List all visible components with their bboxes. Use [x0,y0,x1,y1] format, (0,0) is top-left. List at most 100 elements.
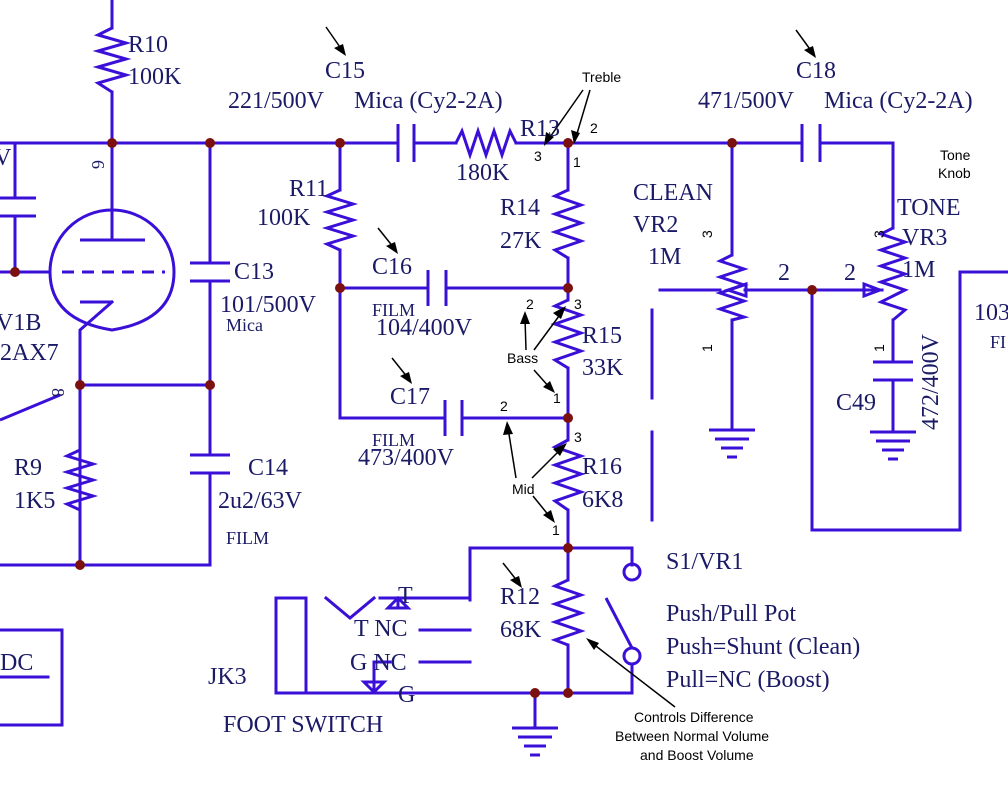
r12-value: 68K [500,617,542,643]
r15-value: 33K [582,355,624,381]
left-cap-symbol [0,196,36,218]
foot-switch-label: FOOT SWITCH [223,712,383,738]
push-pull-line-2: Push=Shunt (Clean) [666,634,860,660]
vr3-pin-3: 3 [871,230,887,238]
c15-type: Mica (Cy2-2A) [354,88,503,114]
c18-symbol [800,124,822,162]
v1b-name: V1B [0,310,41,336]
c13-symbol [190,261,230,283]
grounds [512,428,916,757]
vr2-pin-3: 3 [699,230,715,238]
r10-name: R10 [128,32,168,58]
r10-symbol [92,26,132,94]
treble-pin-3: 3 [534,148,542,164]
c49-symbol [873,360,913,382]
tone-label: TONE [897,195,961,221]
bass-pin-1: 1 [553,390,561,406]
vr2-pin-2: 2 [778,260,790,286]
push-pull-line-3: Pull=NC (Boost) [666,667,830,693]
v1b-tube-symbol [0,208,176,422]
c17-name: C17 [390,384,430,410]
clean-label: CLEAN [633,180,713,206]
c49-name: C49 [836,390,876,416]
component-labels: R10 100K C15 221/500V Mica (Cy2-2A) R13 … [0,32,1008,763]
c13-value: 101/500V [220,292,317,318]
note-line-3: and Boost Volume [640,747,754,763]
mid-pin-2: 2 [500,398,508,414]
s1-switch-symbol [604,562,642,666]
r14-name: R14 [500,195,540,221]
r12-symbol [550,578,586,647]
c14-value: 2u2/63V [218,488,303,514]
vr3-pin-2: 2 [844,260,856,286]
c18-name: C18 [796,58,836,84]
c17-type: FILM [372,430,415,450]
bass-label: Bass [507,350,538,366]
r13-value: 180K [456,160,510,186]
r14-symbol [550,188,586,260]
c14-symbol [190,453,230,475]
c15-symbol [396,124,416,162]
bass-pin-2: 2 [526,296,534,312]
c17-symbol [443,400,464,436]
v1b-pin-6: 6 [88,160,108,169]
treble-pin-1: 1 [573,154,581,170]
c13-name: C13 [234,259,274,285]
r13-symbol [454,126,518,160]
jk3-label: JK3 [208,664,247,690]
r16-name: R16 [582,454,622,480]
c16-value: 104/400V [376,315,473,341]
right-cut-value: 103 [974,300,1008,326]
left-cut-label: V [0,145,12,171]
c49-value: 472/400V [918,333,944,430]
vr2-pin-1: 1 [699,344,715,352]
junction-dots [10,138,817,698]
vr3-name: VR3 [902,225,947,251]
tone-knob-label-1: Tone [940,147,971,163]
r16-symbol [550,438,586,512]
vr3-value: 1M [902,257,935,283]
capacitors [0,124,913,475]
jack-tnc-label: T NC [354,616,408,642]
mid-pin-1: 1 [552,522,560,538]
bass-pin-3: 3 [574,296,582,312]
r9-value: 1K5 [14,488,55,514]
c15-name: C15 [325,58,365,84]
c16-type: FILM [372,300,415,320]
c15-value: 221/500V [228,88,325,114]
note-line-2: Between Normal Volume [615,728,769,744]
r14-value: 27K [500,228,542,254]
r11-name: R11 [289,176,328,202]
mid-label: Mid [512,481,535,497]
c16-symbol [426,270,448,306]
c14-name: C14 [248,455,288,481]
r12-name: R12 [500,584,540,610]
resistors [61,26,910,647]
vr3-pin-1: 1 [871,344,887,352]
v1b-pin-8: 8 [48,388,68,397]
r11-value: 100K [257,205,311,231]
c14-type: FILM [226,528,269,548]
c18-value: 471/500V [698,88,795,114]
treble-pin-2: 2 [590,120,598,136]
mid-pin-3: 3 [574,429,582,445]
r9-symbol [61,448,99,512]
vr2-value: 1M [648,244,681,270]
r11-symbol [321,188,359,252]
tone-knob-label-2: Knob [938,165,971,181]
r16-value: 6K8 [582,487,623,513]
jack-g-label: G [398,682,415,708]
treble-label: Treble [582,69,621,85]
vr3-symbol [876,226,910,322]
right-cut-type: FI [990,332,1006,352]
s1-name: S1/VR1 [666,549,743,575]
r13-name: R13 [520,116,560,142]
c13-type: Mica [226,315,263,335]
jack-t-label: T [398,583,413,609]
annotation-arrows [325,26,816,708]
vr2-name: VR2 [633,212,678,238]
dc-label: DC [0,650,33,676]
r10-value: 100K [128,64,182,90]
c18-type: Mica (Cy2-2A) [824,88,973,114]
